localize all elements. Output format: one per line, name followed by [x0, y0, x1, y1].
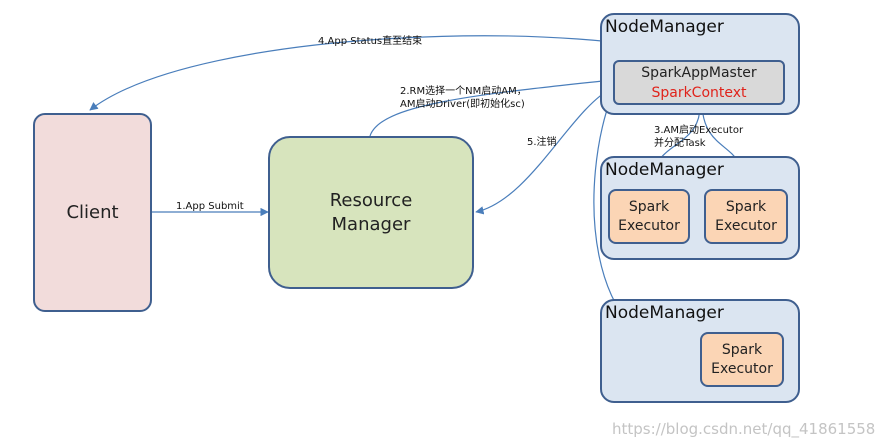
node-manager-3-title: NodeManager [605, 303, 724, 323]
spark-executor-3: Spark Executor [700, 332, 784, 387]
label-rm-select-line2: AM启动Driver(即初始化sc) [400, 99, 525, 110]
resource-manager-label-line2: Manager [331, 213, 411, 235]
node-manager-2-title: NodeManager [605, 160, 724, 180]
spark-executor-1: Spark Executor [608, 189, 690, 244]
spark-context-label: SparkContext [651, 84, 747, 101]
executor-2-line2: Executor [715, 217, 777, 234]
spark-executor-2: Spark Executor [704, 189, 788, 244]
spark-app-master: SparkAppMaster SparkContext [613, 60, 785, 105]
resource-manager-node: Resource Manager [268, 136, 474, 289]
arrow-rm-to-am [369, 76, 613, 137]
arrow-logout [475, 87, 613, 215]
executor-1-line1: Spark [628, 198, 670, 215]
client-node: Client [33, 113, 152, 312]
label-logout: 5.注销 [527, 137, 557, 148]
executor-3-line1: Spark [721, 341, 763, 358]
label-app-status: 4.App Status直至结束 [318, 36, 423, 47]
executor-3-line2: Executor [711, 360, 773, 377]
watermark-url: https://blog.csdn.net/qq_41861558 [612, 420, 875, 438]
label-am-start-line1: 3.AM启动Executor [654, 125, 744, 136]
label-rm-select-line1: 2.RM选择一个NM启动AM， [400, 86, 527, 97]
node-manager-1-title: NodeManager [605, 17, 724, 37]
label-app-submit: 1.App Submit [176, 201, 244, 212]
executor-2-line1: Spark [725, 198, 767, 215]
executor-1-line2: Executor [618, 217, 680, 234]
resource-manager-label-line1: Resource [329, 189, 413, 211]
client-label: Client [66, 202, 119, 223]
label-am-start-line2: 并分配Task [654, 138, 706, 149]
spark-app-master-label: SparkAppMaster [641, 64, 757, 81]
